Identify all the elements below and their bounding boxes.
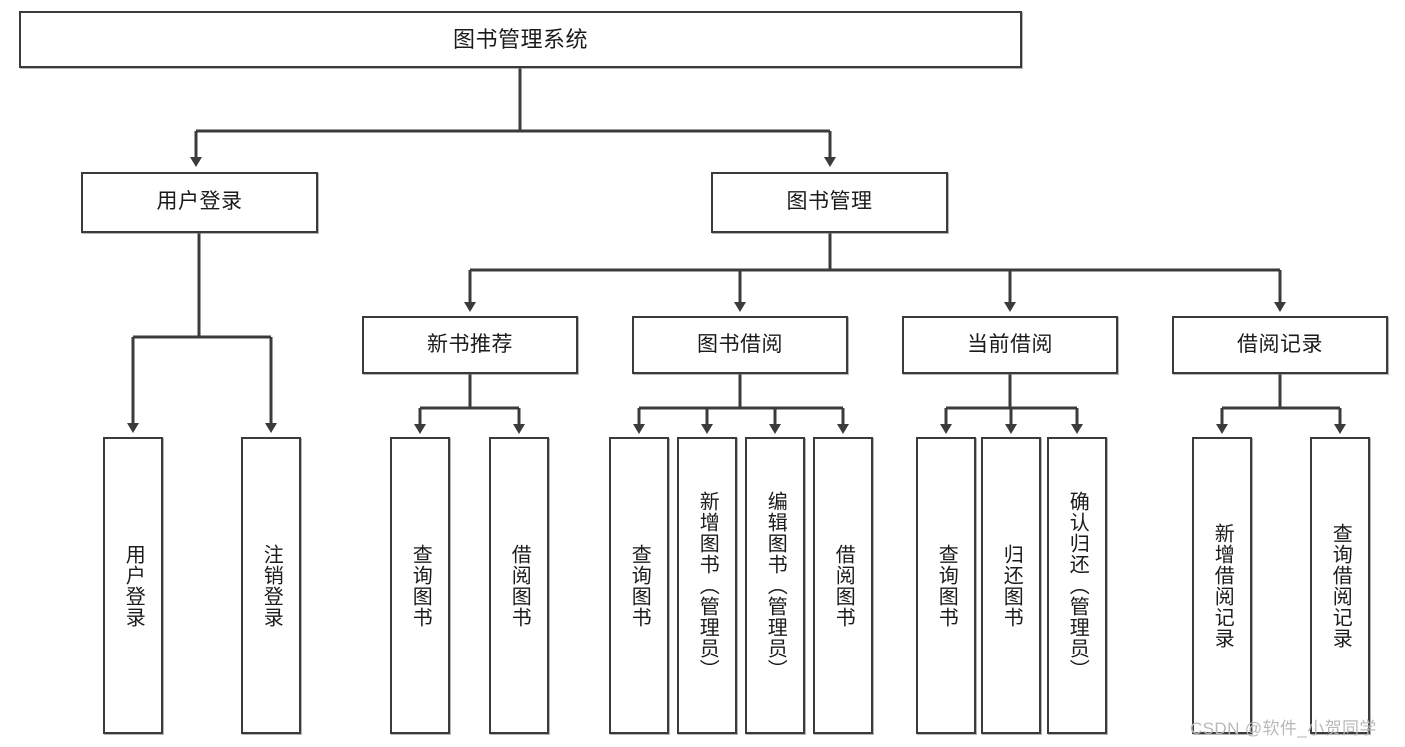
leaf-borrow-record-query-record[interactable]: 查询借阅记录 [1310, 437, 1370, 734]
leaf-borrow-record-add-record[interactable]: 新增借阅记录 [1192, 437, 1252, 734]
node-label: 当前借阅 [967, 332, 1053, 356]
node-current-borrow[interactable]: 当前借阅 [902, 316, 1118, 374]
leaf-new-book-query-book[interactable]: 查询图书 [390, 437, 450, 734]
leaf-current-borrow-return-book[interactable]: 归还图书 [981, 437, 1041, 734]
node-label: 图书管理 [786, 190, 873, 214]
node-user-login[interactable]: 用户登录 [81, 172, 318, 233]
node-book-management[interactable]: 图书管理 [711, 172, 948, 233]
node-label: 新书推荐 [427, 332, 513, 356]
leaf-user-login-logout[interactable]: 注销登录 [241, 437, 301, 734]
node-book-borrow[interactable]: 图书借阅 [632, 316, 848, 374]
node-new-book-recommend[interactable]: 新书推荐 [362, 316, 578, 374]
node-label: 新增借阅记录 [1211, 522, 1234, 649]
leaf-book-borrow-edit-book-admin[interactable]: 编辑图书（管理员） [745, 437, 805, 734]
leaf-new-book-borrow-book[interactable]: 借阅图书 [489, 437, 549, 734]
leaf-book-borrow-add-book-admin[interactable]: 新增图书（管理员） [677, 437, 737, 734]
node-label: 查询借阅记录 [1329, 522, 1352, 649]
node-label: 借阅图书 [832, 543, 855, 628]
node-root-book-management-system[interactable]: 图书管理系统 [19, 11, 1022, 68]
node-label: 用户登录 [156, 190, 243, 214]
node-label: 新增图书（管理员） [696, 491, 719, 680]
node-label: 图书管理系统 [452, 26, 588, 52]
node-label: 图书借阅 [697, 332, 783, 356]
node-label: 借阅记录 [1237, 332, 1323, 356]
leaf-user-login-login[interactable]: 用户登录 [103, 437, 163, 734]
node-label: 编辑图书（管理员） [764, 491, 787, 680]
node-label: 借阅图书 [508, 543, 531, 628]
node-label: 查询图书 [935, 543, 958, 628]
node-borrow-record[interactable]: 借阅记录 [1172, 316, 1388, 374]
node-label: 确认归还（管理员） [1066, 491, 1089, 680]
node-label: 查询图书 [409, 543, 432, 628]
node-label: 用户登录 [122, 543, 145, 628]
watermark-csdn: CSDN @软件_小贺同学 [1190, 719, 1377, 738]
leaf-book-borrow-borrow-book[interactable]: 借阅图书 [813, 437, 873, 734]
leaf-book-borrow-query-book[interactable]: 查询图书 [609, 437, 669, 734]
leaf-current-borrow-confirm-return-admin[interactable]: 确认归还（管理员） [1047, 437, 1107, 734]
node-label: 查询图书 [628, 543, 651, 628]
node-label: 注销登录 [260, 543, 283, 628]
node-label: 归还图书 [1000, 543, 1023, 628]
leaf-current-borrow-query-book[interactable]: 查询图书 [916, 437, 976, 734]
